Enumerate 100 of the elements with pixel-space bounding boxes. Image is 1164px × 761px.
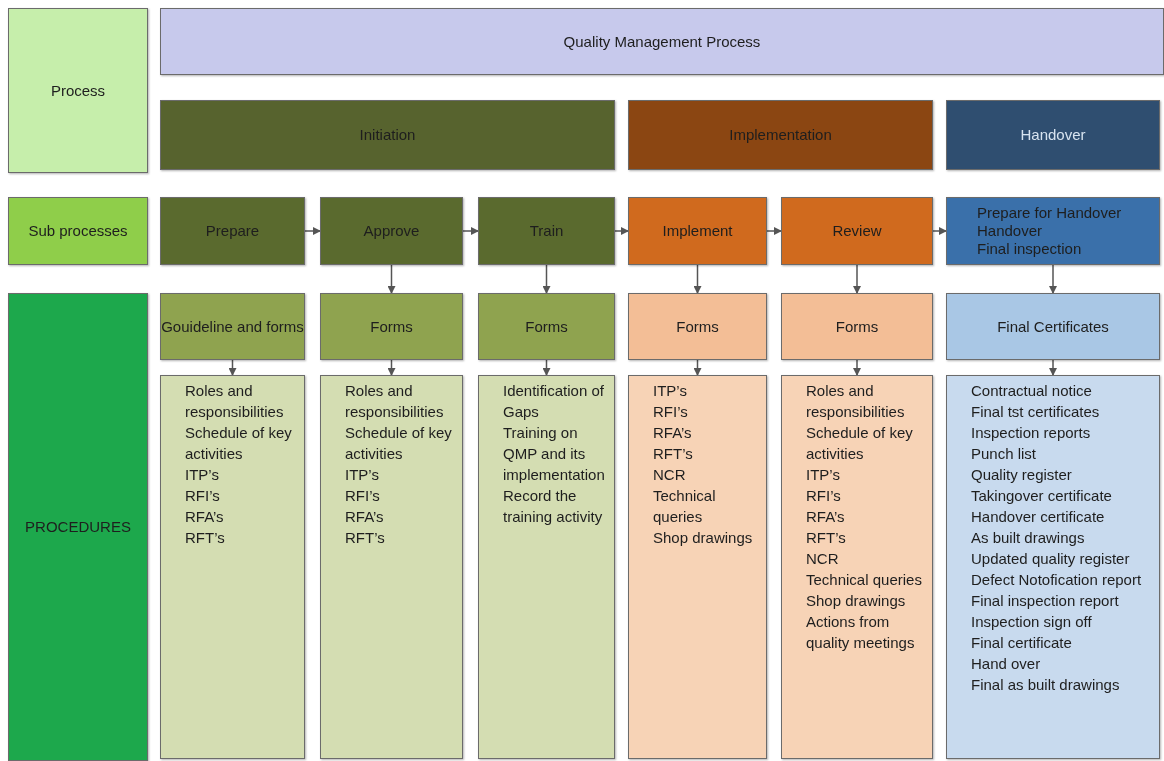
arrow xyxy=(766,227,782,235)
arrow xyxy=(693,359,702,376)
list-item: Hand over xyxy=(971,654,1041,674)
list-item: RFT’s xyxy=(185,528,225,548)
document-box xyxy=(478,293,615,360)
arrow xyxy=(228,359,237,376)
arrow xyxy=(614,227,629,235)
box-label: Gouideline and forms xyxy=(161,317,304,336)
arrow xyxy=(462,227,479,235)
subprocess-box xyxy=(160,197,305,265)
box-label: Forms xyxy=(676,317,719,336)
list-item: RFI’s xyxy=(185,486,220,506)
list-item: Final as built drawings xyxy=(971,675,1120,695)
list-item: Schedule of key activities xyxy=(345,423,453,464)
subprocess-box xyxy=(946,197,1160,265)
arrow xyxy=(387,264,396,294)
list-item: Handover certificate xyxy=(971,507,1105,527)
list-item: Takingover certificate xyxy=(971,486,1112,506)
subprocess-box xyxy=(781,197,933,265)
list-item: Shop drawings xyxy=(653,528,753,548)
box-label: Forms xyxy=(835,317,879,336)
list-item: Final certificate xyxy=(971,633,1072,653)
arrow xyxy=(542,359,551,376)
document-box xyxy=(946,293,1160,360)
list-item: NCR xyxy=(806,549,839,569)
list-item: ITP’s xyxy=(345,465,379,485)
list-item: RFI’s xyxy=(806,486,841,506)
list-item: ITP’s xyxy=(653,381,687,401)
arrow xyxy=(542,264,551,294)
list-item: RFT’s xyxy=(653,444,693,464)
phase-box xyxy=(628,100,933,170)
box-label: Implementation xyxy=(729,126,832,144)
list-item: Schedule of key activities xyxy=(806,423,914,464)
arrow xyxy=(304,227,321,235)
list-item: Technical queries xyxy=(653,486,717,527)
box-label: Prepare xyxy=(205,222,260,240)
list-item: ITP’s xyxy=(185,465,219,485)
procedure-list-box xyxy=(478,375,615,759)
list-item: Inspection sign off xyxy=(971,612,1092,632)
box-label: Train xyxy=(529,222,564,240)
box-label: PROCEDURES xyxy=(25,518,131,536)
subprocess-box xyxy=(628,197,767,265)
box-label: Final Certificates xyxy=(997,317,1109,336)
list-item: Final tst certificates xyxy=(971,402,1100,422)
arrow xyxy=(693,264,702,294)
procedure-list-box xyxy=(628,375,767,759)
procedure-list-box xyxy=(781,375,933,759)
list-item: Quality register xyxy=(971,465,1072,485)
box-label: Review xyxy=(832,222,882,240)
document-box xyxy=(781,293,933,360)
procedure-list-box xyxy=(946,375,1160,759)
box-label: Quality Management Process xyxy=(563,32,761,51)
list-item: Updated quality register xyxy=(971,549,1130,569)
list-item: RFT’s xyxy=(345,528,385,548)
document-box xyxy=(320,293,463,360)
list-item: As built drawings xyxy=(971,528,1085,548)
arrow xyxy=(387,359,396,376)
list-item: RFA’s xyxy=(653,423,692,443)
box-label: Implement xyxy=(662,222,733,240)
arrow xyxy=(853,359,861,376)
row-header-box xyxy=(8,197,148,265)
list-item: NCR xyxy=(653,465,686,485)
list-item: Identification of Gaps xyxy=(503,381,605,422)
list-item: Contractual notice xyxy=(971,381,1092,401)
box-label: Approve xyxy=(363,222,420,240)
list-item: Final inspection xyxy=(977,240,1082,258)
list-item: RFA’s xyxy=(345,507,384,527)
list-item: Prepare for Handover xyxy=(977,204,1122,222)
phase-box xyxy=(946,100,1160,170)
list-item: RFA’s xyxy=(185,507,224,527)
list-item: ITP’s xyxy=(806,465,840,485)
box-label: Handover xyxy=(1020,126,1086,144)
list-item: Actions from quality meetings xyxy=(806,612,916,653)
box-label: Forms xyxy=(370,317,413,336)
list-item: Record the training activity xyxy=(503,486,604,527)
phase-box xyxy=(160,8,1164,75)
list-item: RFI’s xyxy=(653,402,688,422)
arrow xyxy=(1049,264,1057,294)
document-box xyxy=(628,293,767,360)
procedure-list-box xyxy=(320,375,463,759)
row-header-box xyxy=(8,293,148,761)
list-item: Punch list xyxy=(971,444,1037,464)
arrow xyxy=(853,264,861,294)
phase-box xyxy=(160,100,615,170)
list-item: RFA’s xyxy=(806,507,845,527)
list-item: Technical queries xyxy=(806,570,922,590)
row-header-box xyxy=(8,8,148,173)
list-item: Final inspection report xyxy=(971,591,1119,611)
document-box xyxy=(160,293,305,360)
list-item: Defect Notofication report xyxy=(971,570,1142,590)
box-label: Forms xyxy=(525,317,568,336)
subprocess-box xyxy=(320,197,463,265)
list-item: Shop drawings xyxy=(806,591,906,611)
list-item: Inspection reports xyxy=(971,423,1091,443)
list-item: RFI’s xyxy=(345,486,380,506)
box-label: Process xyxy=(50,81,106,100)
list-item: Handover xyxy=(977,222,1043,240)
box-label: Initiation xyxy=(359,126,416,144)
subprocess-box xyxy=(478,197,615,265)
box-label: Sub processes xyxy=(28,222,128,240)
